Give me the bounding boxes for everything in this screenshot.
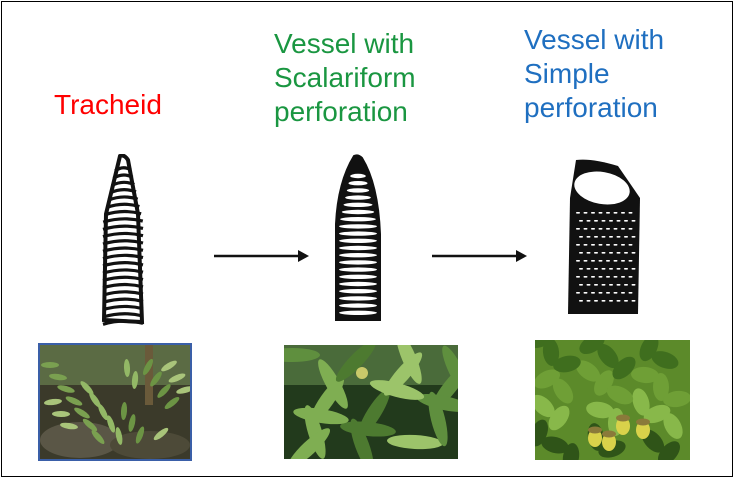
scalariform-plant-photo xyxy=(284,345,458,459)
tracheid-plant-photo xyxy=(38,343,192,461)
simple-vessel-label: Vessel with Simple perforation xyxy=(524,24,665,123)
scalariform-vessel-drawing-icon xyxy=(335,154,381,321)
tracheid-drawing-icon xyxy=(101,154,145,326)
scalariform-vessel-label: Vessel with Scalariform perforation xyxy=(274,28,416,127)
right-arrow-icon xyxy=(432,250,527,262)
tracheid-label: Tracheid xyxy=(54,89,162,120)
simple-plant-photo xyxy=(535,340,690,460)
simple-vessel-drawing-icon xyxy=(568,159,640,314)
right-arrow-icon xyxy=(214,250,309,262)
